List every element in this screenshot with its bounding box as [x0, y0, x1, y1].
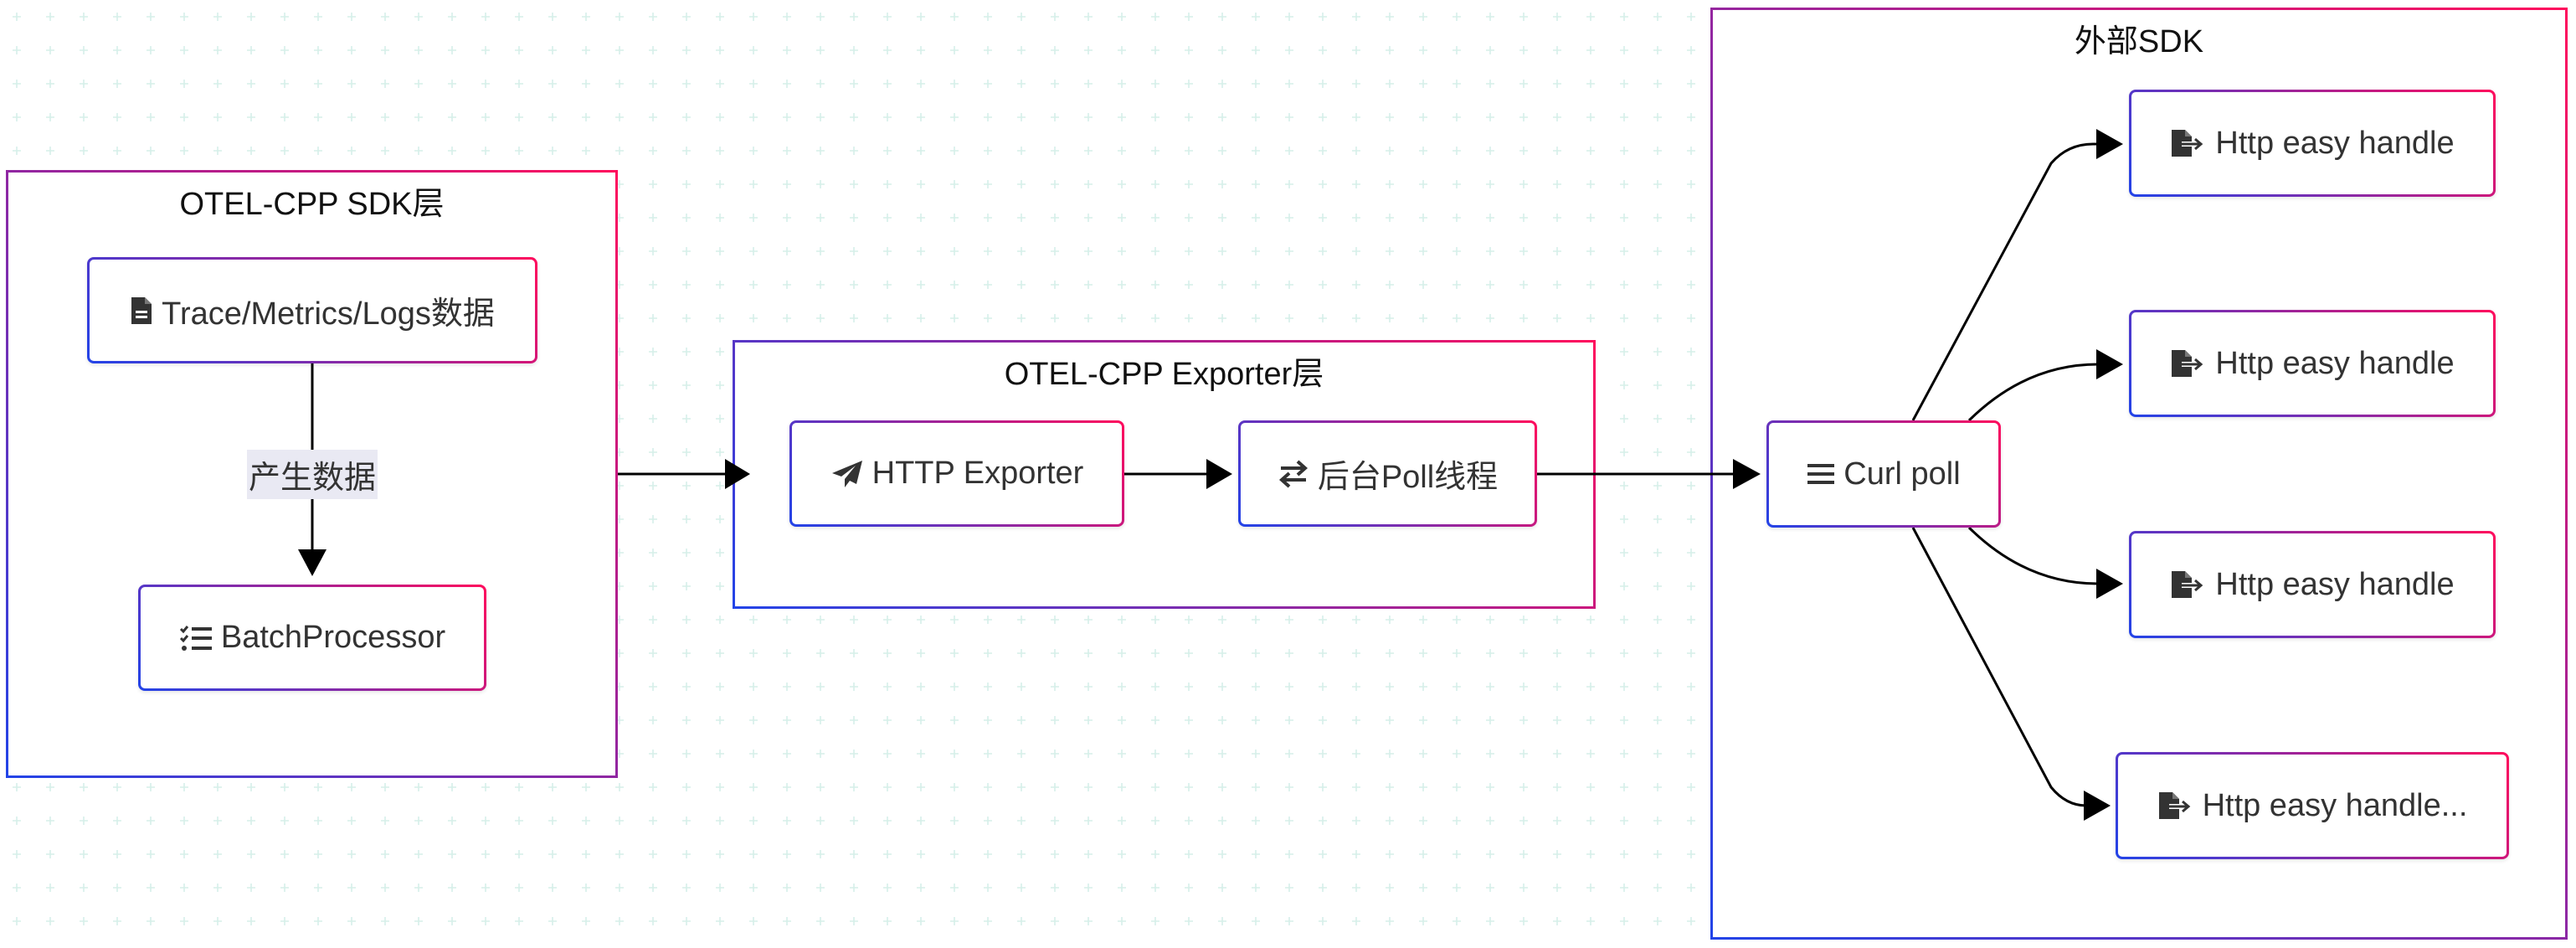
- edge-label-produce-data: 产生数据: [247, 450, 378, 499]
- cluster-title: 外部SDK: [2074, 24, 2204, 59]
- node-label: Curl poll: [1843, 456, 1961, 492]
- file-export-icon: [2170, 569, 2207, 600]
- node-poll-thread[interactable]: 后台Poll线程: [1238, 420, 1537, 527]
- node-http-easy-handle-1[interactable]: Http easy handle: [2129, 90, 2496, 197]
- bars-icon: [1807, 461, 1835, 487]
- node-http-easy-handle-2[interactable]: Http easy handle: [2129, 310, 2496, 417]
- cluster-title: OTEL-CPP Exporter层: [1004, 357, 1324, 392]
- node-http-easy-handle-3[interactable]: Http easy handle: [2129, 531, 2496, 638]
- node-label: 后台Poll线程: [1317, 460, 1499, 495]
- paper-plane-icon: [830, 459, 864, 489]
- node-http-exporter[interactable]: HTTP Exporter: [789, 420, 1124, 527]
- node-label: Http easy handle: [2215, 125, 2455, 161]
- node-trace-metrics-logs[interactable]: Trace/Metrics/Logs数据: [87, 257, 537, 363]
- file-export-icon: [2170, 348, 2207, 379]
- list-check-icon: [179, 624, 213, 652]
- node-label: Trace/Metrics/Logs数据: [162, 296, 495, 332]
- node-label: Http easy handle: [2215, 345, 2455, 381]
- node-curl-poll[interactable]: Curl poll: [1766, 420, 2001, 528]
- node-label: Http easy handle...: [2202, 787, 2468, 823]
- file-export-icon: [2157, 791, 2194, 821]
- node-batch-processor[interactable]: BatchProcessor: [138, 585, 486, 691]
- node-label: Http easy handle: [2215, 566, 2455, 602]
- file-export-icon: [2170, 128, 2207, 158]
- node-label: BatchProcessor: [220, 620, 446, 655]
- file-icon: [130, 296, 153, 326]
- node-label: HTTP Exporter: [872, 456, 1084, 491]
- node-http-easy-handle-4[interactable]: Http easy handle...: [2116, 752, 2509, 859]
- cluster-title: OTEL-CPP SDK层: [179, 187, 445, 222]
- exchange-icon: [1278, 460, 1309, 488]
